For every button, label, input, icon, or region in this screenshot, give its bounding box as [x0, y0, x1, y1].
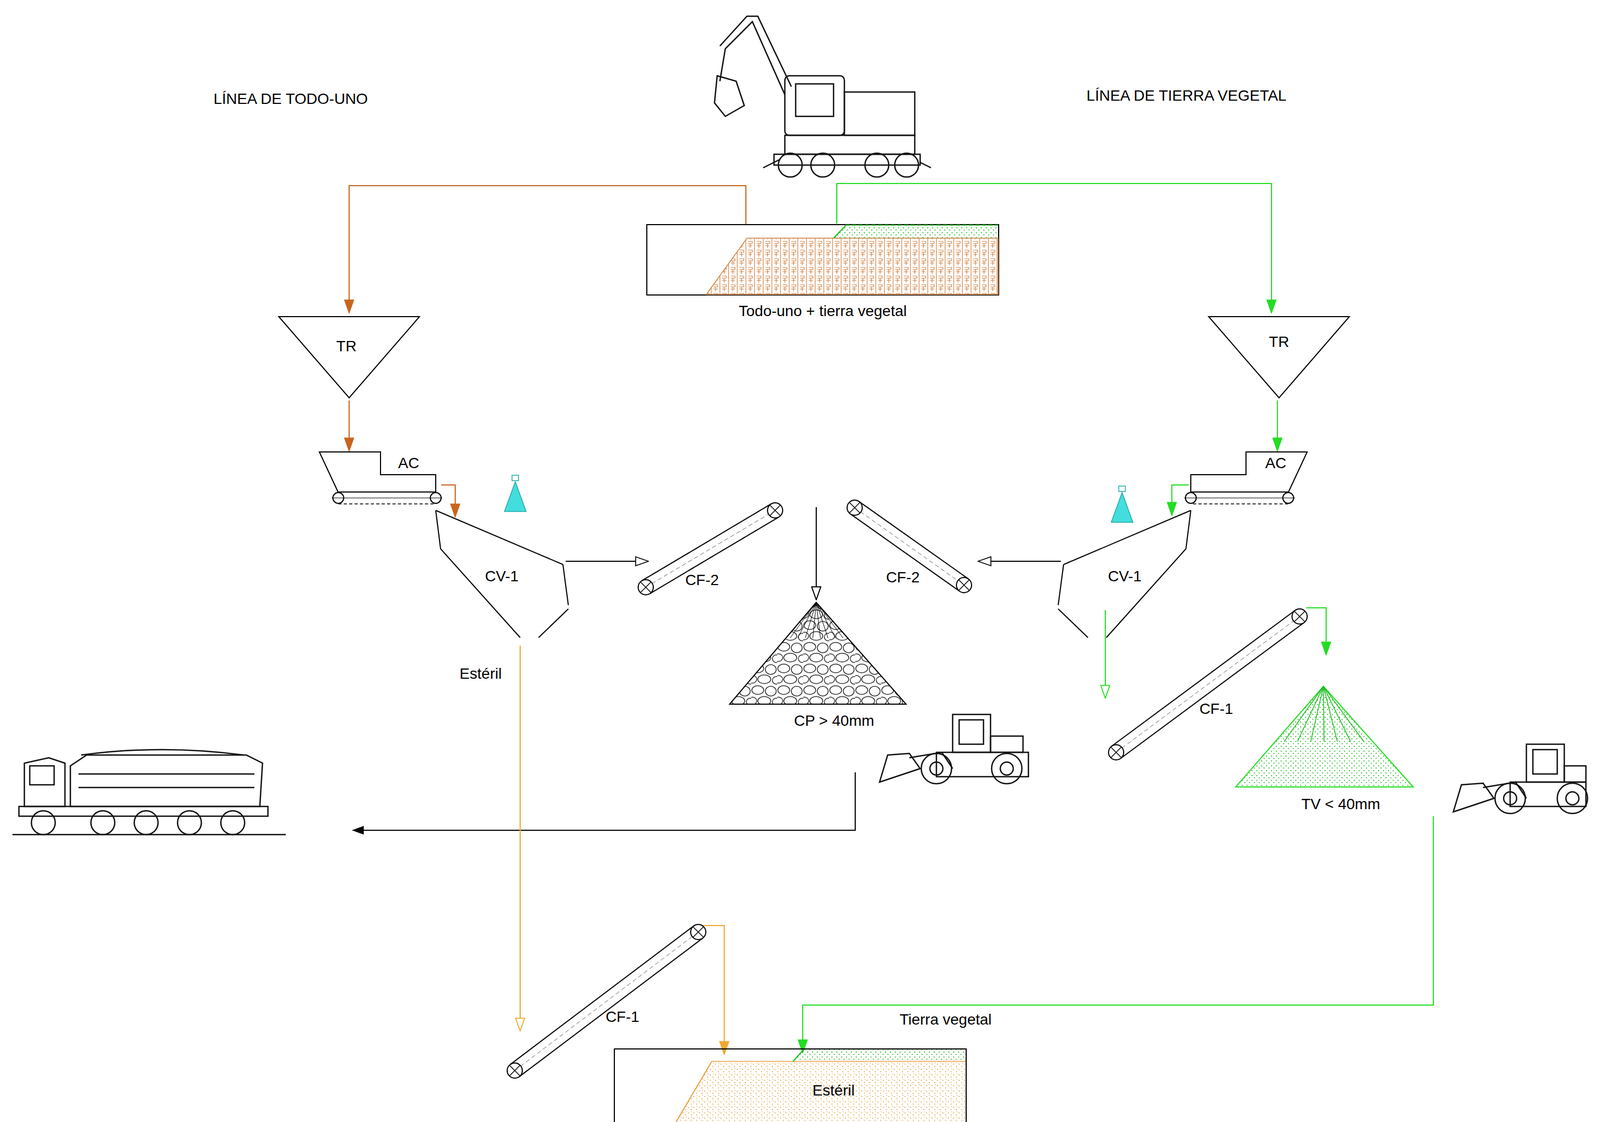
- flow-arrow: [565, 560, 649, 562]
- conveyor: CF-2: [841, 500, 994, 601]
- hopper: TR: [1205, 313, 1353, 401]
- flow-arrow: [802, 816, 1434, 1053]
- wheel-loader: [879, 714, 1029, 784]
- node-label: CF-1: [1199, 700, 1234, 718]
- vibrating-screen: CV-1: [430, 506, 572, 650]
- wheel-loader: [1453, 744, 1588, 814]
- hopper-outline: [1205, 313, 1353, 401]
- flow-arrow: [349, 185, 746, 313]
- stockpile: Todo-uno + tierra vegetal: [644, 221, 1002, 325]
- line-title: LÍNEA DE TIERRA VEGETAL: [1084, 86, 1289, 106]
- stockpile-outline: [611, 1046, 969, 1122]
- node-label: CV-1: [1107, 568, 1142, 586]
- node-label: CF-1: [605, 1008, 640, 1026]
- haul-line: [351, 772, 856, 835]
- node-label: CF-2: [886, 569, 920, 587]
- flow-arrow: [519, 645, 521, 1032]
- node-label: CP > 40mm: [794, 712, 875, 730]
- node-label: Todo-uno + tierra vegetal: [738, 303, 908, 320]
- vibrating-screen: CV-1: [1055, 506, 1197, 650]
- node-label: TR: [336, 338, 357, 356]
- feeder: AC: [316, 446, 469, 512]
- node-label: CF-2: [685, 572, 719, 589]
- stockpile-outline: [1231, 682, 1419, 815]
- flow-arrow: [1104, 610, 1106, 699]
- conveyor-outline: [841, 500, 994, 601]
- excavator: [714, 16, 931, 177]
- node-label: TR: [1268, 333, 1289, 351]
- feeder-outline: [316, 446, 469, 512]
- line-title: LÍNEA DE TODO-UNO: [211, 89, 370, 109]
- node-label: CV-1: [484, 568, 519, 586]
- stockpile: TV < 40mm: [1231, 682, 1419, 815]
- feeder: AC: [1158, 446, 1310, 512]
- conveyor: CF-1: [503, 922, 710, 1078]
- flow-arrow: [978, 560, 1061, 562]
- node-label: Estéril: [812, 1082, 855, 1100]
- stockpile: CP > 40mm: [725, 598, 913, 734]
- water-spray: [504, 475, 1133, 523]
- flow-label: Estéril: [457, 664, 504, 684]
- hopper-outline: [276, 313, 423, 401]
- dump-truck: [12, 749, 286, 835]
- flow-arrow: [1276, 400, 1278, 451]
- flow-arrow: [1306, 607, 1327, 655]
- flow-label: Tierra vegetal: [897, 1010, 994, 1029]
- flow-arrow: [815, 507, 817, 600]
- stockpile: Estéril: [611, 1046, 969, 1122]
- feeder-outline: [1158, 446, 1310, 512]
- flow-arrow: [698, 925, 725, 1055]
- flow-arrow: [815, 507, 817, 600]
- node-label: AC: [398, 455, 420, 472]
- hopper: TR: [276, 313, 423, 401]
- node-label: TV < 40mm: [1301, 796, 1380, 813]
- conveyor-outline: [503, 922, 710, 1078]
- conveyor: CF-2: [638, 495, 796, 601]
- node-label: AC: [1265, 455, 1287, 472]
- flow-arrow: [348, 400, 350, 451]
- flow-arrow: [441, 484, 456, 517]
